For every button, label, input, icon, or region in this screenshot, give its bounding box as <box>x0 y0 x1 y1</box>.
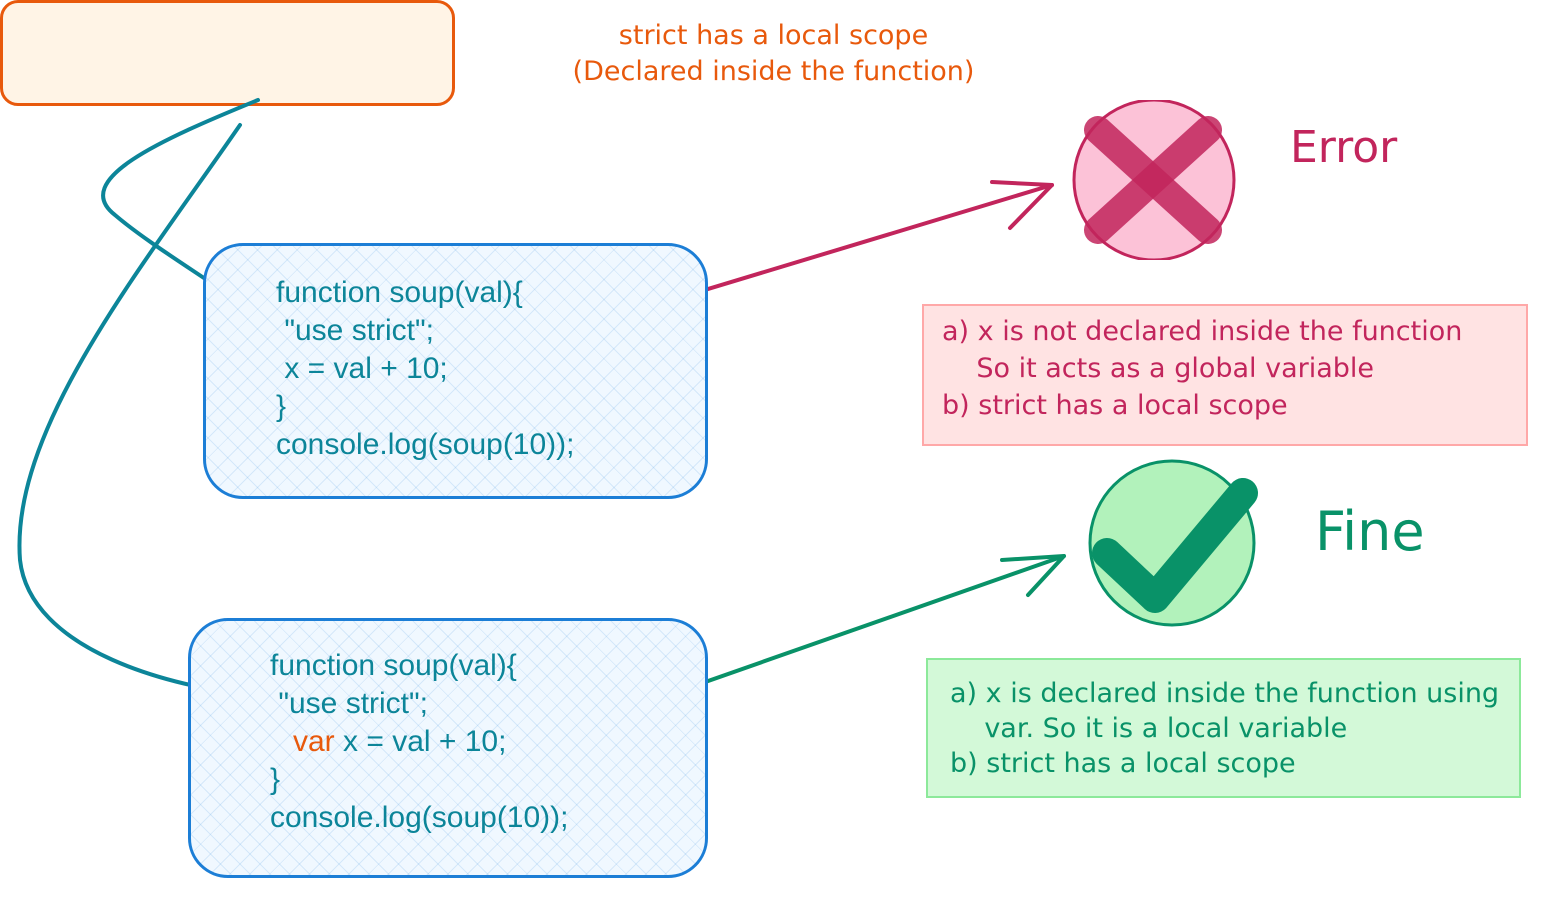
code-line: x = val + 10; <box>276 352 448 385</box>
var-keyword: var <box>293 725 335 758</box>
fine-note-line: b) strict has a local scope <box>950 748 1296 779</box>
fine-label: Fine <box>1315 500 1425 563</box>
code-line: console.log(soup(10)); <box>270 801 569 834</box>
scope-note-line-2: (Declared inside the function) <box>572 56 975 87</box>
check-mark-icon <box>1088 459 1258 627</box>
error-note-line: b) strict has a local scope <box>942 390 1288 421</box>
x-mark-icon <box>1072 100 1236 260</box>
code-block-strict-fine: function soup(val){ "use strict"; var x … <box>188 618 708 878</box>
error-label: Error <box>1290 122 1398 173</box>
code-line: function soup(val){ <box>270 649 517 682</box>
error-explanation: a) x is not declared inside the function… <box>922 304 1528 446</box>
code-line: "use strict"; <box>270 687 428 720</box>
arrow-head-fine <box>1000 554 1066 597</box>
var-statement: x = val + 10; <box>334 725 507 758</box>
arrow-head-error <box>990 180 1054 230</box>
fine-explanation: a) x is declared inside the function usi… <box>926 658 1521 798</box>
code-block-strict-error: function soup(val){ "use strict"; x = va… <box>203 243 708 499</box>
scope-note: strict has a local scope (Declared insid… <box>0 0 974 106</box>
fine-note-line: a) x is declared inside the function usi… <box>950 678 1500 709</box>
code-line: console.log(soup(10)); <box>276 428 575 461</box>
error-note-line: So it acts as a global variable <box>942 353 1375 384</box>
error-note-line: a) x is not declared inside the function <box>942 316 1463 347</box>
code-line: } <box>276 390 287 423</box>
fine-note-line: var. So it is a local variable <box>950 713 1348 744</box>
code-line: } <box>270 763 281 796</box>
arrow-scope-to-block2 <box>17 123 280 700</box>
code-line: "use strict"; <box>276 314 434 347</box>
scope-note-line-1: strict has a local scope <box>618 20 929 51</box>
code-line-var: var x = val + 10; <box>293 725 506 759</box>
code-line: function soup(val){ <box>276 276 523 309</box>
